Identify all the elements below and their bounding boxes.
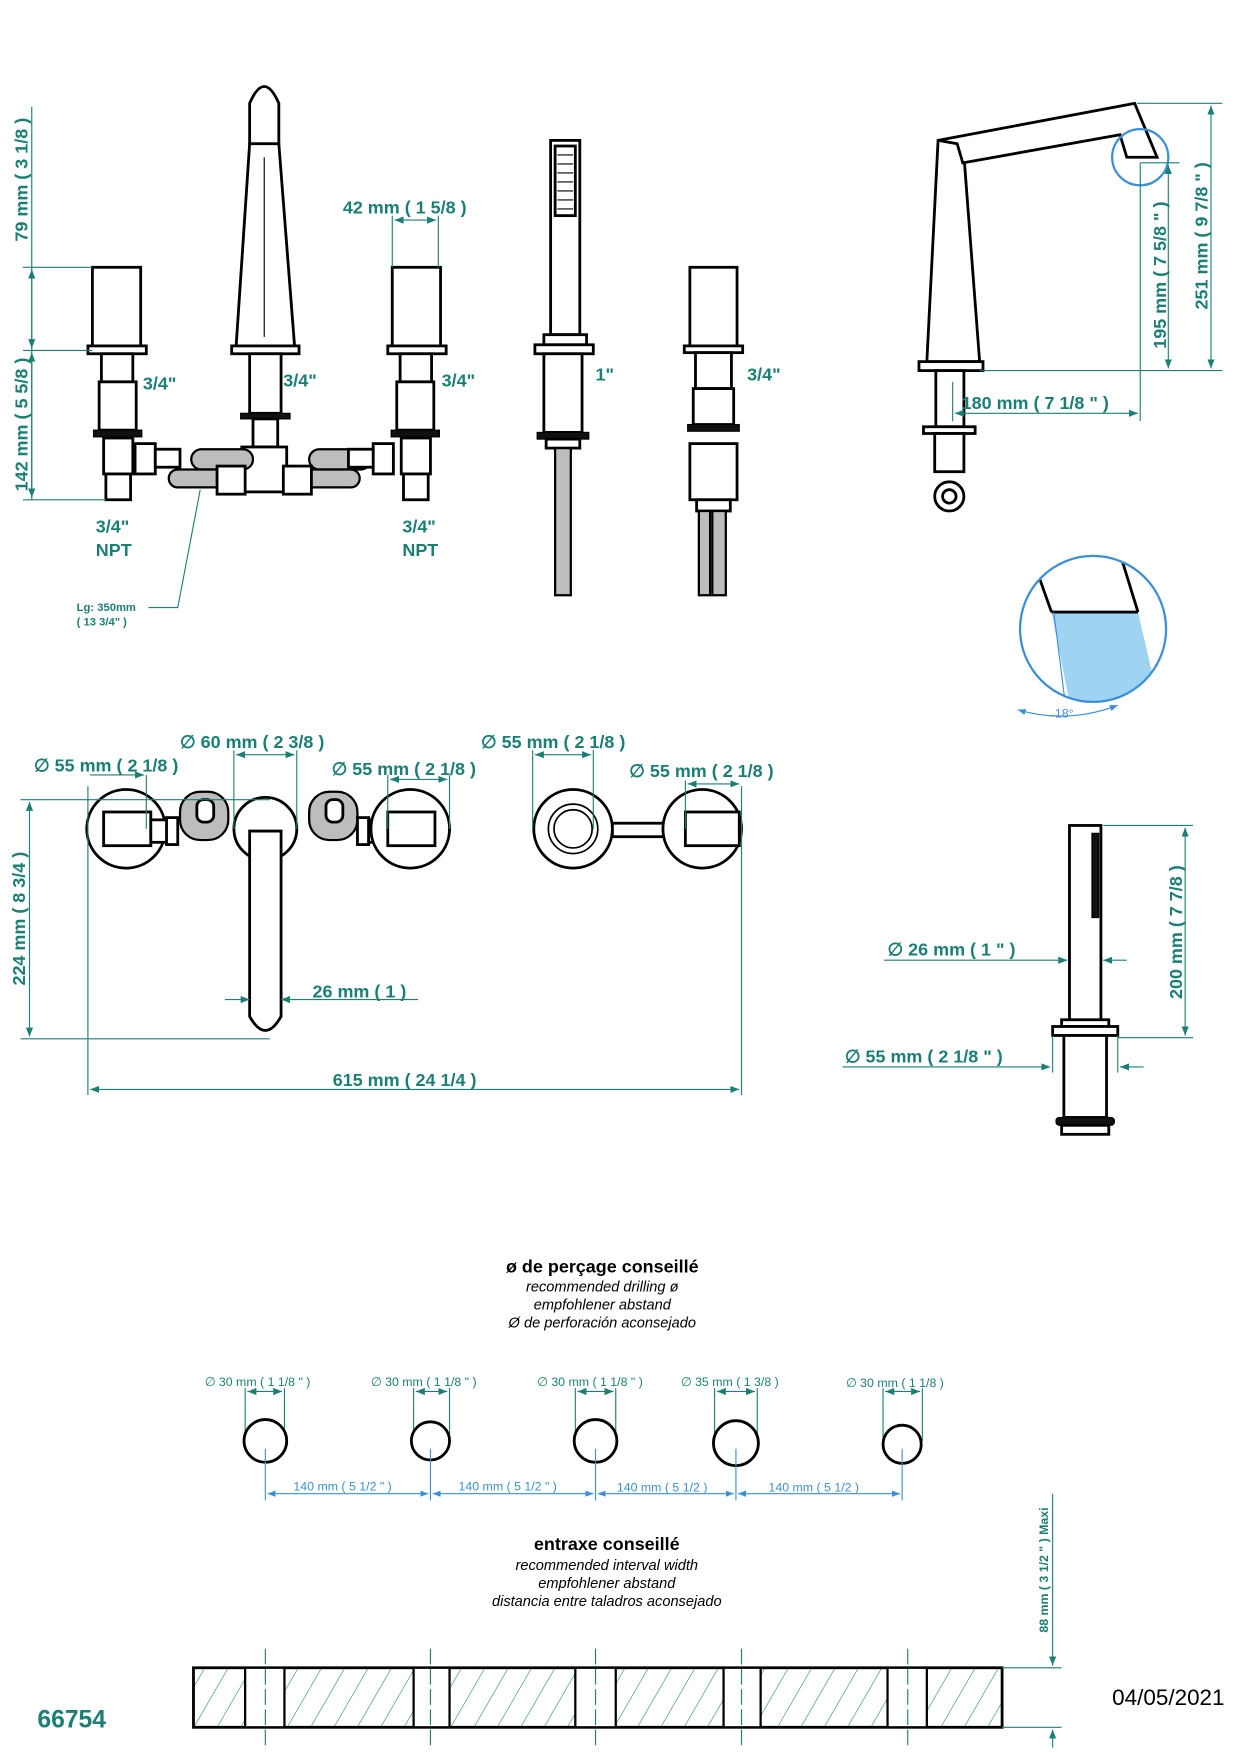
front-view: 79 mm ( 3 1/8 ) 142 mm ( 5 5/8 ) 42 mm (…	[11, 85, 781, 629]
interval-subtitle-es: distancia entre taladros aconsejado	[492, 1594, 722, 1610]
dim-79: 79 mm ( 3 1/8 )	[11, 118, 31, 242]
dim-60: ∅ 60 mm ( 2 3/8 )	[180, 732, 324, 752]
dim-180: 180 mm ( 7 1/8 " )	[962, 393, 1109, 413]
dim-55-left: ∅ 55 mm ( 2 1/8 )	[34, 756, 178, 776]
dim-251: 251 mm ( 9 7/8 " )	[1192, 162, 1212, 309]
hose-length-in: ( 13 3/4" )	[77, 617, 127, 629]
thread-left: 3/4"	[143, 374, 176, 394]
diverter-thread: 3/4"	[747, 365, 780, 385]
npt-right: NPT	[402, 540, 438, 560]
npt-left: NPT	[96, 540, 132, 560]
dim-42: 42 mm ( 1 5/8 )	[343, 197, 467, 217]
outlet-detail: 18°	[1017, 554, 1168, 721]
hole-label: ∅ 30 mm ( 1 1/8 )	[846, 1376, 944, 1390]
hole-label: ∅ 35 mm ( 1 3/8 )	[681, 1375, 779, 1389]
interval-section: entraxe conseillé recommended interval w…	[192, 1493, 1062, 1748]
interval-subtitle-de: empfohlener abstand	[538, 1576, 676, 1592]
angle-label: 18°	[1055, 707, 1074, 721]
thread-center: 3/4"	[283, 370, 316, 390]
right-handle	[386, 265, 448, 502]
dim-55-shower: ∅ 55 mm ( 2 1/8 )	[481, 732, 625, 752]
top-dimensions: 615 mm ( 24 1/4 ) 224 mm ( 8 3/4 ) 26 mm…	[9, 732, 774, 1095]
drilling-subtitle-de: empfohlener abstand	[534, 1298, 672, 1314]
product-code: 66754	[37, 1706, 106, 1733]
hole-label: ∅ 30 mm ( 1 1/8 " )	[371, 1375, 477, 1389]
drill-hole: ∅ 30 mm ( 1 1/8 )	[846, 1376, 944, 1465]
dim-195: 195 mm ( 7 5/8 " )	[1150, 202, 1170, 349]
drilling-title: ø de perçage conseillé	[506, 1256, 699, 1276]
dim-200: 200 mm ( 7 7/8 )	[1166, 865, 1186, 999]
drilling-subtitle-es: Ø de perforación aconsejado	[508, 1315, 696, 1331]
diverter	[682, 265, 745, 597]
spacing-label: 140 mm ( 5 1/2 )	[617, 1480, 708, 1494]
shower-thread: 1"	[596, 365, 615, 385]
connector-hoses	[133, 442, 395, 496]
hand-shower	[533, 138, 595, 597]
shower-side-view: 200 mm ( 7 7/8 ) ∅ 26 mm ( 1 " ) ∅ 55 mm…	[842, 824, 1194, 1136]
left-handle	[86, 265, 148, 502]
deck-thickness: 88 mm ( 3 1/2 " ) Maxi	[1037, 1507, 1051, 1632]
drill-hole: ∅ 35 mm ( 1 3/8 )	[681, 1375, 779, 1468]
npt-right-size: 3/4"	[402, 516, 435, 536]
top-view: 615 mm ( 24 1/4 ) 224 mm ( 8 3/4 ) 26 mm…	[9, 732, 774, 1095]
drilling-section: ø de perçage conseillé recommended drill…	[205, 1256, 944, 1501]
dim-615: 615 mm ( 24 1/4 )	[333, 1070, 477, 1090]
npt-left-size: 3/4"	[96, 516, 129, 536]
shower-dim-26: ∅ 26 mm ( 1 " )	[888, 940, 1016, 960]
thread-right: 3/4"	[442, 370, 475, 390]
drilling-subtitle-en: recommended drilling ø	[526, 1280, 679, 1296]
spout	[230, 85, 301, 494]
shower-dimensions: 200 mm ( 7 7/8 ) ∅ 26 mm ( 1 " ) ∅ 55 mm…	[842, 824, 1194, 1073]
side-view: 195 mm ( 7 5/8 " ) 251 mm ( 9 7/8 " ) 18…	[917, 101, 1223, 721]
interval-title: entraxe conseillé	[534, 1534, 680, 1554]
spacing-label: 140 mm ( 5 1/2 )	[768, 1480, 859, 1494]
interval-subtitle-en: recommended interval width	[516, 1558, 699, 1574]
dim-55-right: ∅ 55 mm ( 2 1/8 )	[629, 761, 773, 781]
hose-length: Lg: 350mm	[77, 602, 136, 614]
drawing-date: 04/05/2021	[1112, 1685, 1224, 1710]
drill-hole: ∅ 30 mm ( 1 1/8 " )	[371, 1375, 477, 1462]
drill-hole: ∅ 30 mm ( 1 1/8 " )	[537, 1375, 643, 1464]
deck-section: 88 mm ( 3 1/2 " ) Maxi	[192, 1493, 1062, 1748]
spacing-label: 140 mm ( 5 1/2 " )	[293, 1479, 391, 1493]
front-dimensions: 79 mm ( 3 1/8 ) 142 mm ( 5 5/8 ) 42 mm (…	[11, 106, 781, 629]
hole-label: ∅ 30 mm ( 1 1/8 " )	[537, 1375, 643, 1389]
spacing-label: 140 mm ( 5 1/2 " )	[459, 1479, 557, 1493]
shower-dim-55: ∅ 55 mm ( 2 1/8 " )	[845, 1046, 1003, 1066]
dim-224: 224 mm ( 8 3/4 )	[9, 852, 29, 986]
dim-26: 26 mm ( 1 )	[313, 981, 407, 1001]
drill-hole: ∅ 30 mm ( 1 1/8 " )	[205, 1375, 311, 1464]
hole-label: ∅ 30 mm ( 1 1/8 " )	[205, 1375, 311, 1389]
dim-55-mid: ∅ 55 mm ( 2 1/8 )	[332, 759, 476, 779]
side-dimensions: 195 mm ( 7 5/8 " ) 251 mm ( 9 7/8 " ) 18…	[952, 102, 1223, 422]
dim-142: 142 mm ( 5 5/8 )	[11, 358, 31, 492]
spacing-dimensions: 140 mm ( 5 1/2 " ) 140 mm ( 5 1/2 " ) 14…	[264, 1448, 903, 1501]
